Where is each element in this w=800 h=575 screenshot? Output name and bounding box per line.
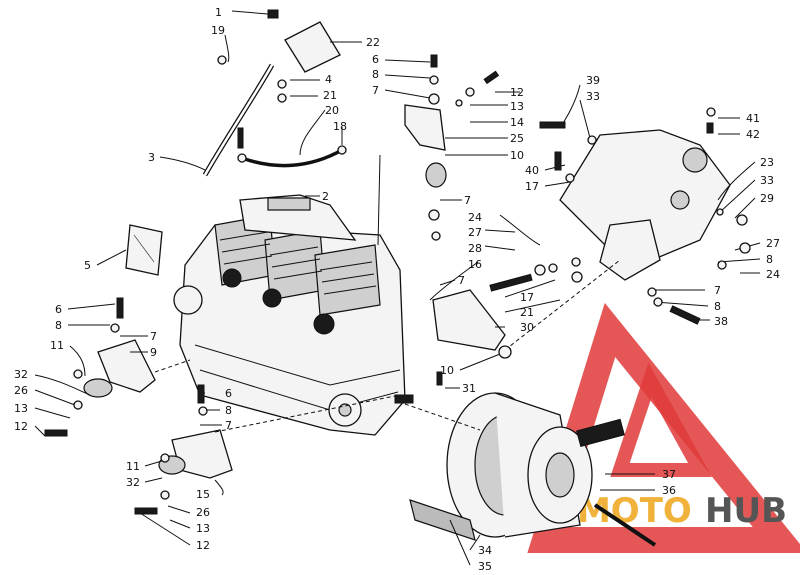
mount-bracket-9: [97, 339, 156, 393]
callout-7-f: 7: [714, 284, 721, 297]
callout-33: 33: [586, 90, 600, 103]
callout-34: 34: [478, 544, 492, 557]
callout-32: 32: [14, 368, 28, 381]
callout-20: 20: [325, 104, 339, 117]
engine-assembly: [173, 194, 414, 436]
callout-8-c: 8: [372, 68, 379, 81]
callout-13-b: 13: [196, 522, 210, 535]
callout-16: 16: [468, 258, 482, 271]
callout-4: 4: [325, 73, 332, 86]
callout-9: 9: [150, 346, 157, 359]
callout-36: 36: [662, 484, 676, 497]
callout-10: 10: [510, 149, 524, 162]
callout-32-b: 32: [126, 476, 140, 489]
callout-18: 18: [333, 120, 347, 133]
cylinder-head-3: [314, 244, 381, 316]
callout-41: 41: [746, 112, 760, 125]
bracket-25: [404, 104, 446, 151]
callout-17-b: 17: [525, 180, 539, 193]
callout-38: 38: [714, 315, 728, 328]
rubber-mount: [83, 378, 113, 398]
callout-6: 6: [55, 303, 62, 316]
callout-7: 7: [150, 330, 157, 343]
callout-13-c: 13: [510, 100, 524, 113]
bracket-30: [432, 289, 506, 351]
callout-labels: 1 19 22 4 21 20 18 3 2 5 6 8 7 11 9 32 2…: [14, 6, 780, 573]
callout-2: 2: [322, 190, 329, 203]
callout-26: 26: [14, 384, 28, 397]
callout-12-c: 12: [510, 86, 524, 99]
callout-29: 29: [760, 192, 774, 205]
callout-23: 23: [760, 156, 774, 169]
callout-11-b: 11: [126, 460, 140, 473]
callout-3: 3: [148, 151, 155, 164]
callout-33-b: 33: [760, 174, 774, 187]
callout-13: 13: [14, 402, 28, 415]
callout-19: 19: [211, 24, 225, 37]
callout-7-e: 7: [458, 274, 465, 287]
callout-11: 11: [50, 339, 64, 352]
callout-8-d: 8: [766, 253, 773, 266]
callout-39: 39: [586, 74, 600, 87]
callout-6-c: 6: [372, 53, 379, 66]
callout-40: 40: [525, 164, 539, 177]
callout-1: 1: [215, 6, 222, 19]
watermark-text-b: HUB: [705, 491, 787, 531]
callout-24: 24: [468, 211, 482, 224]
callout-5: 5: [84, 259, 91, 272]
callout-7-d: 7: [464, 194, 471, 207]
callout-37: 37: [662, 468, 676, 481]
callout-28: 28: [468, 242, 482, 255]
drive-clutch: [409, 392, 657, 547]
callout-26-b: 26: [196, 506, 210, 519]
callout-35: 35: [478, 560, 492, 573]
callout-27-b: 27: [766, 237, 780, 250]
callout-12-b: 12: [196, 539, 210, 552]
callout-22: 22: [366, 36, 380, 49]
callout-8-b: 8: [225, 404, 232, 417]
callout-7-c: 7: [372, 84, 379, 97]
callout-6-b: 6: [225, 387, 232, 400]
callout-17: 17: [520, 291, 534, 304]
callout-10-b: 10: [440, 364, 454, 377]
callout-31: 31: [462, 382, 476, 395]
callout-21-b: 21: [520, 306, 534, 319]
callout-7-b: 7: [225, 419, 232, 432]
ignition-coil: [284, 21, 341, 73]
gasket-plate: [125, 224, 163, 276]
callout-12: 12: [14, 420, 28, 433]
hardware: [44, 54, 751, 515]
callout-25: 25: [510, 132, 524, 145]
callout-8-e: 8: [714, 300, 721, 313]
watermark-inner-triangle: [610, 362, 712, 477]
callout-21: 21: [323, 89, 337, 102]
callout-14: 14: [510, 116, 524, 129]
callout-42: 42: [746, 128, 760, 141]
callout-24-b: 24: [766, 268, 780, 281]
callout-30: 30: [520, 321, 534, 334]
callout-8: 8: [55, 319, 62, 332]
callout-15: 15: [196, 488, 210, 501]
callout-27: 27: [468, 226, 482, 239]
